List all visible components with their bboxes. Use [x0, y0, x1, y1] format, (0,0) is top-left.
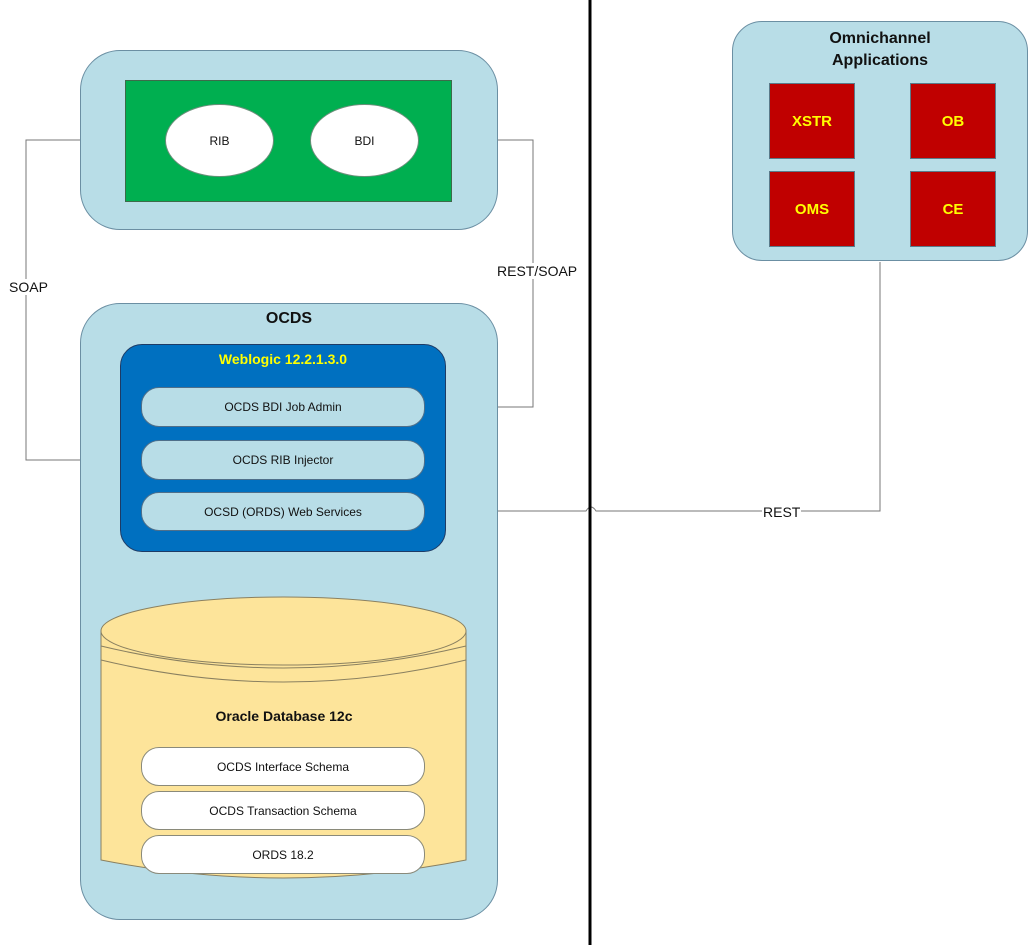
transaction-schema-label: OCDS Transaction Schema	[209, 803, 357, 818]
rib-injector: OCDS RIB Injector	[141, 440, 425, 480]
bdi-label: BDI	[354, 133, 375, 148]
ords-schema: ORDS 18.2	[141, 835, 425, 874]
ords-web-services-label: OCSD (ORDS) Web Services	[204, 504, 362, 519]
soap-label: SOAP	[8, 279, 49, 295]
rest-soap-label: REST/SOAP	[496, 263, 579, 279]
app-xstr: XSTR	[769, 83, 855, 159]
transaction-schema: OCDS Transaction Schema	[141, 791, 425, 830]
app-xstr-label: XSTR	[791, 112, 832, 130]
interface-schema: OCDS Interface Schema	[141, 747, 425, 786]
rest-connector	[425, 262, 881, 515]
rest-label: REST	[762, 504, 802, 520]
omnichannel-title-line1: Omnichannel	[829, 30, 931, 47]
interface-schema-label: OCDS Interface Schema	[216, 759, 350, 774]
app-ob: OB	[910, 83, 996, 159]
rib-injector-label: OCDS RIB Injector	[232, 453, 334, 467]
rib-label: RIB	[209, 133, 230, 148]
ords-schema-label: ORDS 18.2	[252, 847, 314, 862]
omnichannel-title-line2: Applications	[831, 52, 928, 69]
database-title: Oracle Database 12c	[215, 708, 353, 724]
rib-node: RIB	[165, 104, 274, 177]
ocds-title: OCDS	[265, 310, 313, 327]
bdi-node: BDI	[310, 104, 419, 177]
app-ce: CE	[910, 171, 996, 247]
app-oms: OMS	[769, 171, 855, 247]
omnichannel-title: Omnichannel Applications	[732, 28, 1028, 72]
ords-web-services: OCSD (ORDS) Web Services	[141, 492, 425, 531]
bdi-job-admin: OCDS BDI Job Admin	[141, 387, 425, 427]
app-oms-label: OMS	[794, 200, 830, 218]
bdi-job-admin-label: OCDS BDI Job Admin	[224, 400, 342, 414]
app-ce-label: CE	[942, 200, 964, 218]
app-ob-label: OB	[941, 112, 965, 130]
weblogic-title: Weblogic 12.2.1.3.0	[218, 351, 348, 367]
